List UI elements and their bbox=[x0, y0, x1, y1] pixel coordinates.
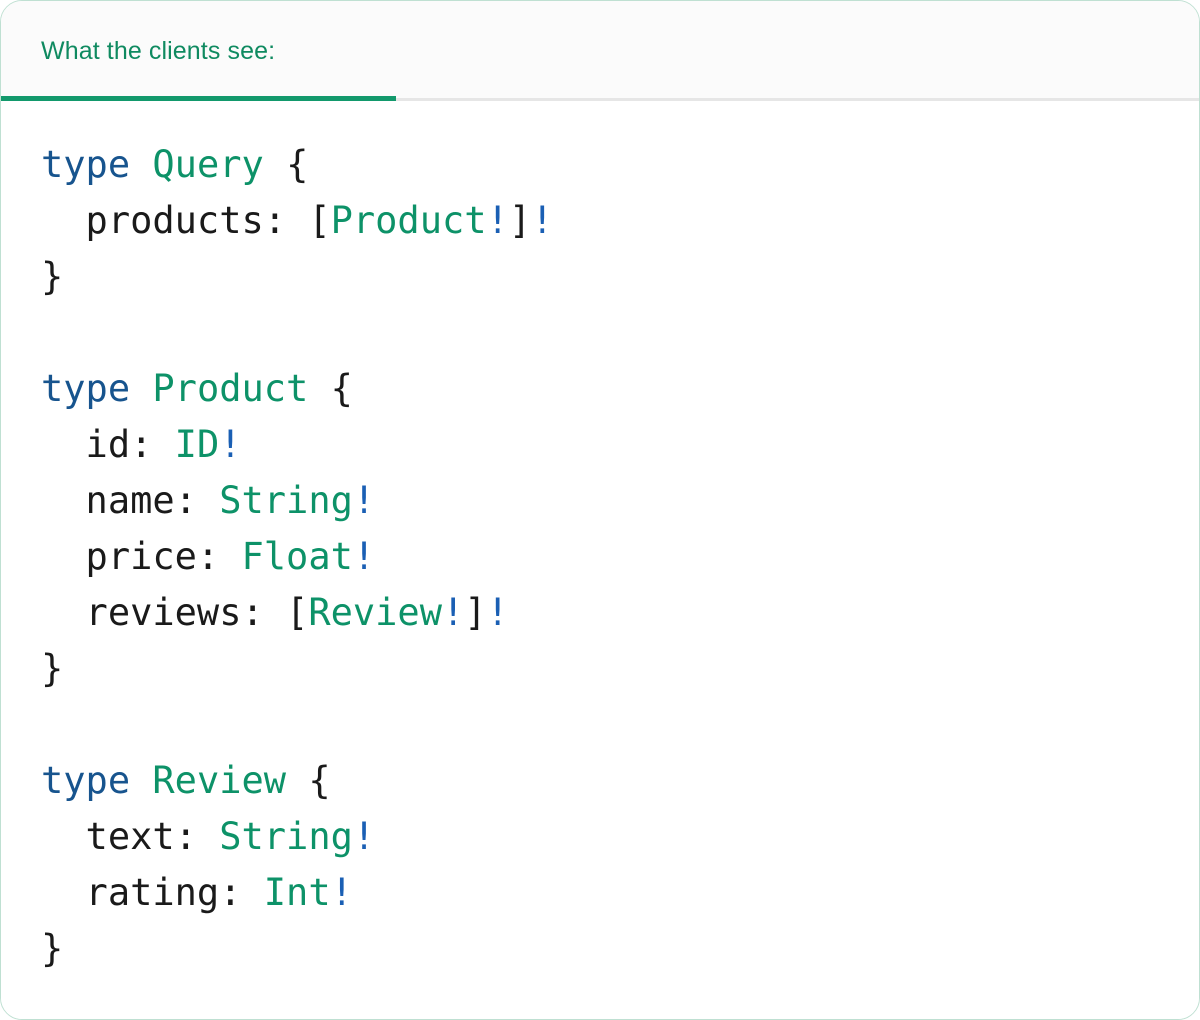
code-area[interactable]: type Query { products: [Product!]!} type… bbox=[1, 101, 1199, 1019]
code-token-ty: Review bbox=[308, 591, 442, 634]
code-line: type Review { bbox=[41, 753, 1159, 809]
code-token-pun: [ bbox=[308, 199, 331, 242]
code-token-pun: } bbox=[41, 255, 64, 298]
code-token-kw: type bbox=[41, 759, 131, 802]
code-token-bang: ! bbox=[441, 591, 465, 634]
code-token-ty: String bbox=[219, 479, 353, 522]
code-token-bang: ! bbox=[219, 423, 242, 466]
code-token-pun: { bbox=[330, 367, 353, 410]
code-token-ty: Product bbox=[152, 367, 309, 410]
code-token-fld: rating: bbox=[41, 871, 242, 914]
code-token-kw: type bbox=[41, 143, 131, 186]
code-token-ty: String bbox=[219, 815, 353, 858]
code-token-pun bbox=[197, 479, 219, 522]
code-token-bang: ! bbox=[352, 535, 376, 578]
tab-what-the-clients-see[interactable]: What the clients see: bbox=[1, 1, 396, 101]
code-token-pun: { bbox=[308, 759, 331, 802]
code-token-ty: Review bbox=[152, 759, 287, 802]
code-line: products: [Product!]! bbox=[41, 193, 1159, 249]
code-token-kw: type bbox=[41, 367, 131, 410]
code-line: price: Float! bbox=[41, 529, 1159, 585]
code-token-bang: ! bbox=[486, 591, 509, 634]
code-token-pun bbox=[130, 143, 152, 186]
code-token-ty: Query bbox=[152, 143, 264, 186]
code-token-bang: ! bbox=[352, 815, 376, 858]
code-token-ty: Int bbox=[263, 871, 331, 914]
code-token-pun: ] bbox=[508, 199, 532, 242]
code-token-pun bbox=[286, 199, 308, 242]
code-token-pun bbox=[152, 423, 174, 466]
code-line: rating: Int! bbox=[41, 865, 1159, 921]
code-token-ty: Product bbox=[330, 199, 487, 242]
code-token-ty: Float bbox=[241, 535, 353, 578]
code-token-fld: products: bbox=[41, 199, 287, 242]
code-token-pun: } bbox=[41, 647, 64, 690]
code-line: } bbox=[41, 641, 1159, 697]
code-line: name: String! bbox=[41, 473, 1159, 529]
code-token-pun bbox=[264, 143, 286, 186]
code-token-pun bbox=[241, 871, 263, 914]
code-line: type Product { bbox=[41, 361, 1159, 417]
tab-active-underline bbox=[1, 96, 396, 101]
code-line: reviews: [Review!]! bbox=[41, 585, 1159, 641]
tab-bar: What the clients see: bbox=[1, 1, 1199, 101]
code-token-pun bbox=[286, 759, 308, 802]
code-line: id: ID! bbox=[41, 417, 1159, 473]
code-token-fld: id: bbox=[41, 423, 153, 466]
tab-bar-divider bbox=[1, 98, 1199, 101]
code-line: type Query { bbox=[41, 137, 1159, 193]
code-token-pun bbox=[197, 815, 219, 858]
graphql-schema-code[interactable]: type Query { products: [Product!]!} type… bbox=[1, 137, 1199, 977]
code-token-pun bbox=[219, 535, 241, 578]
code-token-fld: text: bbox=[41, 815, 197, 858]
code-token-bang: ! bbox=[531, 199, 554, 242]
code-token-bang: ! bbox=[330, 871, 353, 914]
code-line bbox=[41, 697, 1159, 753]
code-token-ty: ID bbox=[174, 423, 220, 466]
code-token-bang: ! bbox=[486, 199, 509, 242]
code-token-pun bbox=[130, 759, 152, 802]
code-token-fld: reviews: bbox=[41, 591, 264, 634]
code-token-pun: } bbox=[41, 927, 64, 970]
code-token-fld: price: bbox=[41, 535, 220, 578]
code-token-pun: { bbox=[286, 143, 309, 186]
code-token-pun bbox=[130, 367, 152, 410]
tab-label: What the clients see: bbox=[41, 36, 276, 65]
code-token-pun bbox=[264, 591, 286, 634]
code-line: text: String! bbox=[41, 809, 1159, 865]
code-token-pun: [ bbox=[286, 591, 309, 634]
code-token-pun: ] bbox=[464, 591, 487, 634]
code-token-pun bbox=[308, 367, 330, 410]
code-token-bang: ! bbox=[352, 479, 376, 522]
code-token-fld: name: bbox=[41, 479, 197, 522]
code-line: } bbox=[41, 921, 1159, 977]
code-line bbox=[41, 305, 1159, 361]
code-line: } bbox=[41, 249, 1159, 305]
